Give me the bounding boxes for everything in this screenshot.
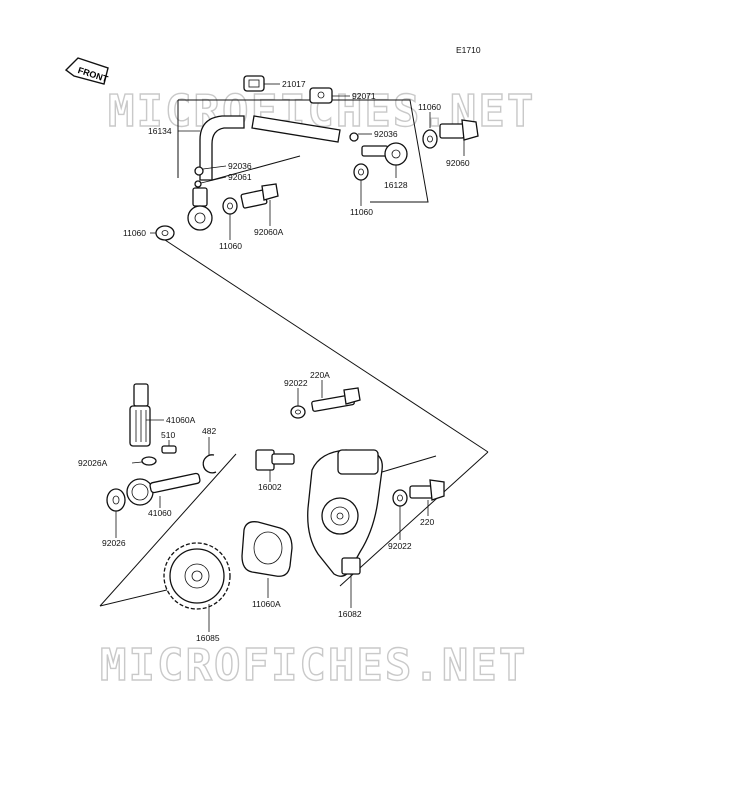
bolt-220 [409,479,445,501]
washer-11060-left [155,225,175,241]
label-11060A: 11060A [252,599,281,609]
banjo-bolt-92060 [439,119,479,141]
bracket-line-lower-left [99,453,237,607]
label-92036-right: 92036 [374,129,398,139]
ring-92026A [141,456,157,466]
gasket-11060A [241,521,293,577]
label-92022-top: 92022 [284,378,308,388]
label-41060: 41060 [148,508,172,518]
lower-assembly [99,383,445,610]
gear-shaft-41060 [126,472,201,506]
circlip-92061 [194,180,202,188]
label-92026: 92026 [102,538,126,548]
label-92071: 92071 [352,91,376,101]
pin-510 [161,445,177,454]
label-92060: 92060 [446,158,470,168]
diagram-code: E1710 [456,45,481,55]
label-16128: 16128 [384,180,408,190]
label-92060A: 92060A [254,227,284,237]
washer-11060-mid-right [353,163,369,181]
label-11060-left: 11060 [123,228,146,238]
fitting-16002 [255,449,295,471]
o-ring-92036-right [349,132,359,142]
label-16085: 16085 [196,633,220,643]
gear-16085 [163,542,231,610]
bracket-line-top [178,99,429,203]
bracket-line-lower-right [381,455,437,473]
o-ring-92036-left [194,166,204,176]
bolt-220A [311,387,361,412]
oil-pipe-16134 [199,115,341,181]
circlip-482 [202,454,217,474]
label-16002: 16002 [258,482,282,492]
rubber-block-21017 [243,75,265,92]
connector-line-upper [164,239,489,453]
washer-92022-bottom [392,489,408,507]
leader-lines [115,83,465,632]
shaft-41060A [129,383,151,447]
oil-pump-16082 [307,449,383,577]
label-92061: 92061 [228,172,252,182]
washer-92026 [106,488,126,512]
bracket-line-lower-bottom [99,587,176,607]
washer-11060-top-right [422,129,438,149]
label-510: 510 [161,430,175,440]
banjo-bolt-92060A [240,183,279,209]
label-16134: 16134 [148,126,172,136]
label-11060-mid-right: 11060 [350,207,373,217]
label-21017: 21017 [282,79,306,89]
label-92026A: 92026A [78,458,108,468]
bracket-line-mid [211,155,301,181]
part-labels: 21017 92071 11060 16134 92036 92060 9203… [78,79,470,643]
upper-assembly [155,75,479,241]
label-41060A: 41060A [166,415,196,425]
connector-line-right [339,451,489,587]
label-16082: 16082 [338,609,362,619]
label-482: 482 [202,426,216,436]
washer-92022-top [290,405,306,419]
front-arrow-icon: FRONT [64,57,110,85]
label-220A: 220A [310,370,330,380]
label-11060-top-right: 11060 [418,102,441,112]
label-92036-left: 92036 [228,161,252,171]
banjo-fitting-16128 [361,142,408,166]
watermark-bottom: MICROFICHES.NET [100,640,527,691]
rubber-block-92071 [309,87,333,104]
label-220: 220 [420,517,434,527]
label-11060-mid: 11060 [219,241,242,251]
banjo-fitting-left [187,187,213,231]
washer-11060-mid [222,197,238,215]
label-92022-bottom: 92022 [388,541,412,551]
